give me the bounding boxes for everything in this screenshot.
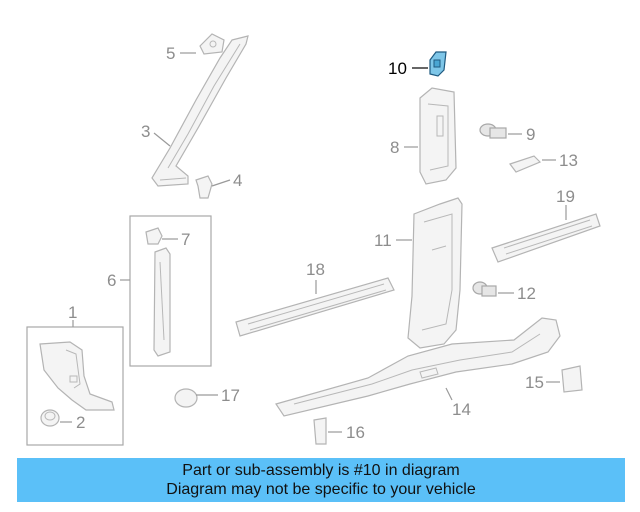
part-14-sill-trim xyxy=(275,317,561,417)
part-17-plug xyxy=(174,388,198,408)
part-6-pillar-trim xyxy=(153,247,171,357)
callout-14: 14 xyxy=(452,400,471,419)
callout-15: 15 xyxy=(525,373,544,392)
info-banner: Part or sub-assembly is #10 in diagram D… xyxy=(17,458,625,502)
callout-8: 8 xyxy=(390,138,399,157)
part-12-bolt xyxy=(472,281,497,297)
callout-16: 16 xyxy=(346,423,365,442)
part-4-clip xyxy=(195,175,213,199)
part-5-clip xyxy=(199,33,225,55)
callout-12: 12 xyxy=(517,284,536,303)
leader-lines xyxy=(60,52,567,433)
part-15-clip xyxy=(561,365,583,393)
part-13-pad xyxy=(509,155,542,173)
part-11-lower-pillar-trim xyxy=(407,197,463,349)
part-8-upper-pillar-trim xyxy=(419,87,457,185)
part-2-fastener xyxy=(40,409,60,427)
part-9-bolt xyxy=(479,123,507,139)
callout-4: 4 xyxy=(233,171,242,190)
exploded-parts-diagram: 5 3 4 7 6 1 2 17 18 10 8 9 13 19 11 12 1… xyxy=(26,33,601,446)
callout-5: 5 xyxy=(166,44,175,63)
callout-9: 9 xyxy=(526,125,535,144)
part-3-pillar-trim xyxy=(151,35,249,187)
callout-18: 18 xyxy=(306,260,325,279)
callout-10: 10 xyxy=(388,59,407,78)
callout-17: 17 xyxy=(221,386,240,405)
callout-19: 19 xyxy=(556,187,575,206)
callout-1: 1 xyxy=(68,303,77,322)
part-18-scuff-plate xyxy=(235,277,395,337)
banner-line-disclaimer: Diagram may not be specific to your vehi… xyxy=(166,481,476,498)
part-10-highlighted-clip xyxy=(429,51,447,77)
callout-3: 3 xyxy=(141,122,150,141)
part-19-scuff-strip xyxy=(491,213,601,263)
callout-13: 13 xyxy=(559,151,578,170)
callout-11: 11 xyxy=(374,231,392,250)
callout-7: 7 xyxy=(181,230,190,249)
group-box-6 xyxy=(129,215,212,367)
part-7-clip xyxy=(145,227,163,245)
callout-6: 6 xyxy=(107,271,116,290)
banner-line-part-number: Part or sub-assembly is #10 in diagram xyxy=(182,462,460,479)
part-16-clip xyxy=(313,417,327,445)
group-box-1 xyxy=(26,326,124,446)
callout-2: 2 xyxy=(76,413,85,432)
part-1-kick-panel xyxy=(39,341,115,411)
callout-labels: 5 3 4 7 6 1 2 17 18 10 8 9 13 19 11 12 1… xyxy=(68,44,578,442)
